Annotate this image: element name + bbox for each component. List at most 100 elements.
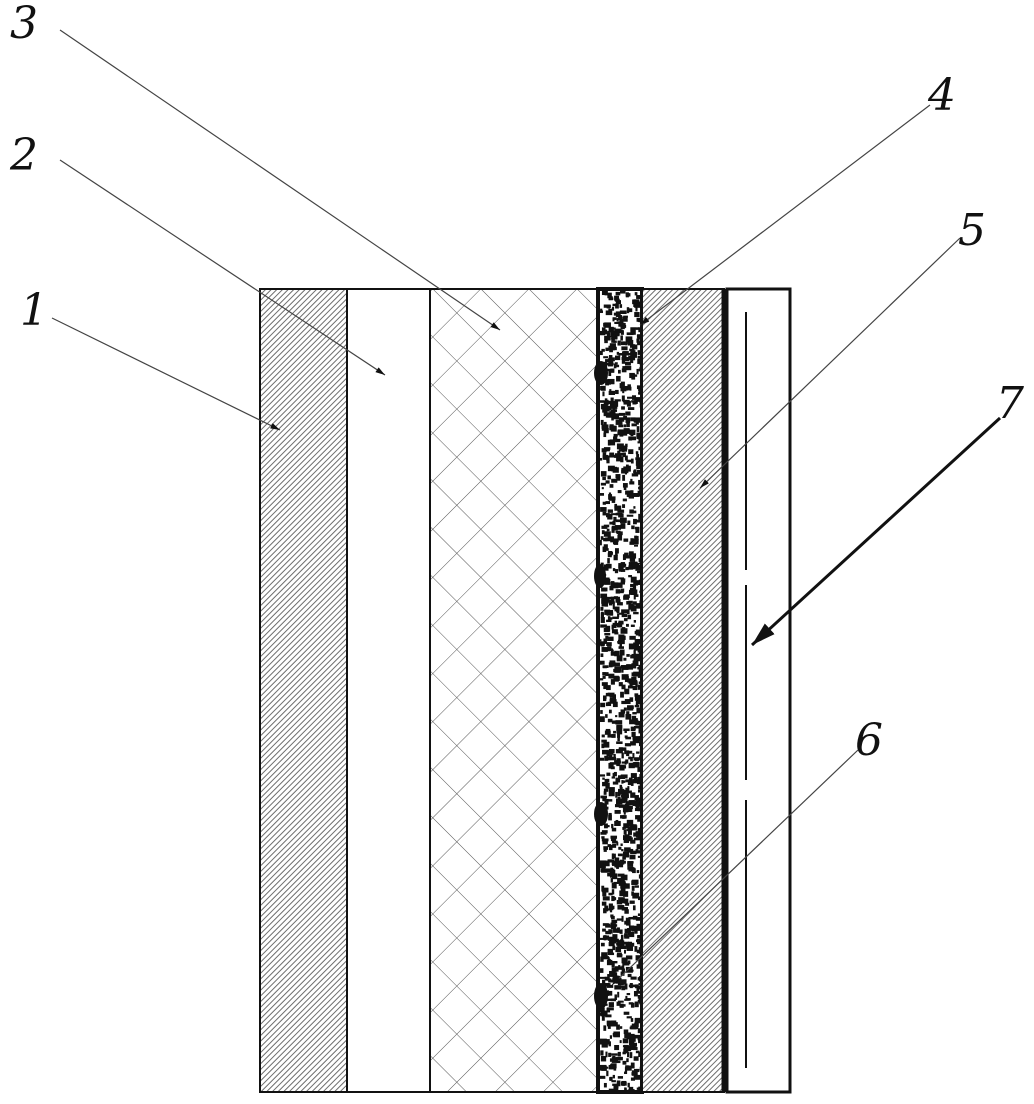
- speckle-mark: [614, 662, 620, 667]
- speckle-mark: [638, 486, 641, 490]
- speckle-mark: [619, 945, 627, 950]
- speckle-mark: [633, 1056, 639, 1061]
- speckle-mark: [611, 889, 615, 895]
- speckle-mark: [615, 474, 621, 479]
- speckle-mark: [599, 937, 606, 940]
- speckle-mark: [602, 749, 609, 755]
- speckle-mark: [606, 528, 610, 532]
- speckle-mark: [633, 620, 637, 623]
- speckle-mark: [620, 843, 623, 846]
- speckle-mark: [615, 389, 619, 395]
- speckle-mark: [625, 966, 633, 973]
- speckle-mark: [617, 940, 623, 945]
- speckle-mark: [625, 464, 629, 468]
- speckle-mark: [622, 851, 630, 858]
- speckle-mark: [621, 943, 625, 948]
- speckle-mark: [628, 1086, 634, 1092]
- speckle-mark: [634, 1022, 639, 1027]
- speckle-mark: [607, 513, 613, 520]
- speckle-mark: [601, 743, 605, 749]
- speckle-mark: [613, 596, 619, 600]
- speckle-mark: [607, 292, 612, 299]
- speckle-mark: [615, 519, 623, 523]
- speckle-mark: [612, 701, 618, 708]
- speckle-mark: [630, 605, 637, 612]
- speckle-mark: [610, 961, 618, 964]
- speckle-mark: [638, 301, 642, 304]
- speckle-mark: [614, 760, 621, 765]
- speckle-mark: [633, 518, 637, 525]
- speckle-mark: [611, 306, 615, 310]
- speckle-mark: [635, 681, 638, 687]
- speckle-mark: [630, 1077, 635, 1081]
- speckle-mark: [633, 671, 640, 677]
- speckle-mark: [607, 509, 613, 513]
- speckle-mark: [635, 457, 642, 461]
- speckle-mark: [627, 705, 634, 709]
- speckle-mark: [636, 295, 643, 299]
- speckle-mark: [601, 836, 605, 839]
- speckle-mark: [622, 366, 626, 372]
- speckle-mark: [608, 929, 613, 934]
- speckle-mark: [633, 650, 636, 657]
- speckle-mark: [619, 517, 627, 523]
- speckle-mark: [604, 632, 611, 636]
- speckle-mark: [621, 816, 626, 819]
- speckle-mark: [634, 312, 640, 318]
- speckle-mark: [632, 686, 638, 691]
- speckle-mark: [606, 610, 614, 616]
- speckle-mark: [623, 810, 626, 815]
- speckle-mark: [599, 457, 603, 461]
- speckle-mark: [616, 1024, 620, 1030]
- speckle-mark: [631, 374, 638, 377]
- speckle-mark: [621, 907, 628, 911]
- speckle-mark: [629, 931, 635, 938]
- speckle-mark: [602, 666, 607, 669]
- speckle-mark: [615, 301, 619, 305]
- speckle-mark: [612, 603, 615, 610]
- speckle-mark: [628, 449, 634, 455]
- speckle-mark: [605, 501, 610, 505]
- speckle-mark: [605, 692, 610, 697]
- speckle-mark: [624, 699, 631, 705]
- speckle-mark: [628, 1002, 634, 1005]
- speckle-mark: [608, 599, 614, 604]
- speckle-mark: [612, 934, 618, 939]
- speckle-mark: [628, 1034, 636, 1040]
- speckle-mark: [626, 421, 630, 428]
- speckle-mark: [635, 1017, 641, 1021]
- speckle-mark: [606, 685, 611, 691]
- speckle-mark: [605, 1014, 612, 1018]
- speckle-mark: [620, 330, 624, 335]
- speckle-mark: [602, 838, 608, 845]
- speckle-mark: [614, 525, 622, 530]
- speckle-mark: [611, 498, 616, 503]
- label-3: 3: [10, 0, 38, 49]
- speckle-mark: [622, 667, 629, 670]
- speckle-mark: [614, 328, 622, 334]
- speckle-mark: [609, 751, 614, 755]
- speckle-mark: [635, 777, 638, 782]
- speckle-mark: [601, 739, 607, 743]
- speckle-mark: [633, 837, 641, 841]
- speckle-mark: [606, 1007, 614, 1011]
- speckle-mark: [635, 700, 639, 707]
- speckle-mark: [603, 356, 609, 359]
- speckle-mark: [611, 417, 614, 421]
- speckle-mark: [603, 861, 606, 867]
- speckle-mark: [615, 364, 620, 368]
- speckle-mark: [610, 368, 615, 373]
- speckle-mark: [610, 867, 614, 870]
- speckle-mark: [637, 441, 642, 444]
- speckle-mark: [635, 535, 639, 541]
- speckle-mark: [608, 662, 613, 668]
- speckle-mark: [611, 662, 616, 667]
- speckle-mark: [605, 672, 609, 677]
- speckle-mark: [629, 541, 635, 545]
- speckle-mark: [604, 695, 607, 700]
- speckle-mark: [634, 946, 638, 952]
- speckle-mark: [608, 297, 614, 301]
- speckle-mark: [611, 624, 614, 630]
- speckle-mark: [618, 369, 621, 374]
- speckle-mark: [611, 827, 617, 832]
